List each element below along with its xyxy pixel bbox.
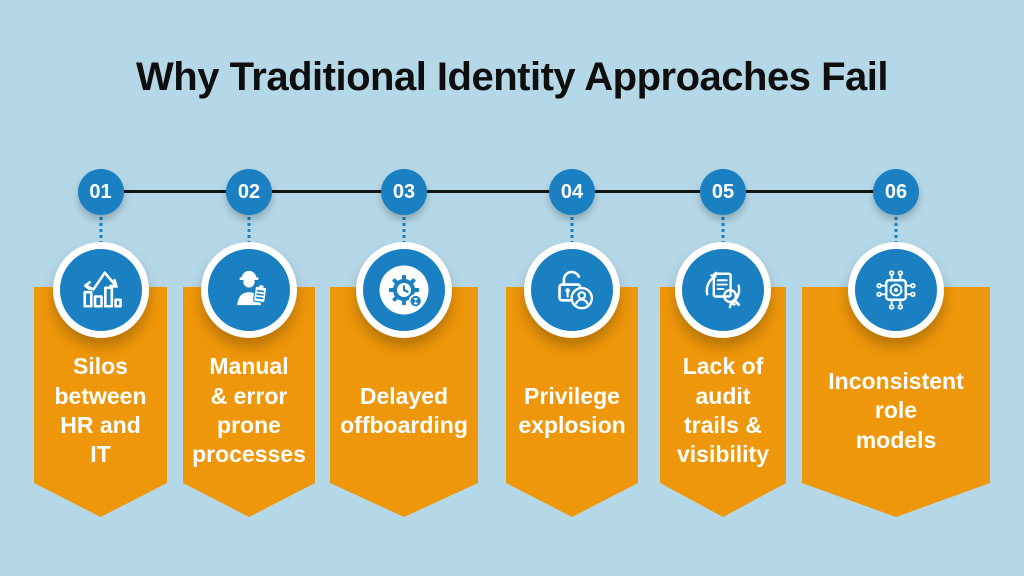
banner-delayed-offboarding: Delayed offboarding	[330, 287, 478, 517]
step-number: 04	[560, 180, 584, 203]
step-number: 03	[392, 180, 416, 203]
banner-label: Inconsistent role models	[828, 367, 964, 453]
step-number: 05	[711, 180, 735, 203]
dotted-connector	[402, 217, 406, 244]
banner-manual-processes: Manual & error prone processes	[183, 287, 315, 517]
banner-label: Privilege explosion	[518, 382, 626, 438]
step-number: 01	[89, 180, 112, 203]
timeline-item-6: 06 Inconsistent role models	[802, 0, 990, 576]
timeline-item-2: 02 Manual & error prone processes	[183, 0, 315, 576]
gear-clock-delay-icon	[356, 242, 452, 338]
banner-label: Lack of audit trails & visibility	[676, 353, 770, 468]
banner-label: Manual & error prone processes	[192, 353, 306, 468]
dotted-connector	[99, 217, 102, 244]
step-number-badge-5: 05	[700, 169, 746, 215]
step-number: 06	[884, 180, 908, 203]
worker-checklist-icon	[201, 242, 297, 338]
banner-label: Delayed offboarding	[340, 382, 468, 438]
chip-gear-circuit-icon	[848, 242, 944, 338]
banner-label: Silos between HR and IT	[54, 353, 147, 468]
analytics-chart-icon	[52, 242, 149, 338]
step-number-badge-2: 02	[226, 169, 272, 215]
dotted-connector	[247, 217, 251, 244]
step-number-badge-1: 01	[77, 169, 124, 215]
timeline-item-4: 04 Privilege explosion	[506, 0, 638, 576]
dotted-connector	[721, 217, 725, 244]
timeline-line	[100, 190, 896, 193]
page-title: Why Traditional Identity Approaches Fail	[136, 55, 888, 99]
document-magnifier-audit-icon	[675, 242, 771, 338]
step-number: 02	[237, 180, 261, 203]
dotted-connector	[894, 217, 898, 244]
step-number-badge-4: 04	[549, 169, 595, 215]
timeline-item-3: 03 Delayed offboarding	[330, 0, 478, 576]
step-number-badge-6: 06	[873, 169, 919, 215]
dotted-connector	[570, 217, 574, 244]
unlocked-padlock-user-icon	[524, 242, 620, 338]
timeline-item-5: 05 Lack of audit trails & visibility	[660, 0, 786, 576]
timeline-item-1: 01 Silos between HR and IT	[34, 0, 167, 576]
step-number-badge-3: 03	[381, 169, 427, 215]
